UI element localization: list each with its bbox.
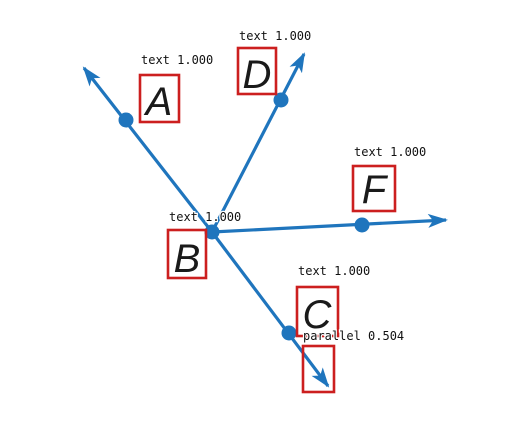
point-label-c: C [303, 293, 333, 337]
point-f-dot [354, 217, 370, 233]
point-b-dot [204, 224, 220, 240]
detection-label-d: text 1.000 [239, 29, 311, 43]
detection-box-c [295, 285, 340, 338]
detection-label-f: text 1.000 [354, 145, 426, 159]
point-label-f: F [362, 168, 389, 212]
point-d-dot [273, 92, 289, 108]
detection-label-c: text 1.000 [298, 264, 370, 278]
point-label-a: A [144, 80, 173, 124]
point-letters: A D F B C [144, 53, 389, 337]
detection-label-arrow: parallel 0.504 [303, 329, 404, 343]
ray-bd [210, 52, 306, 233]
ray-bc [210, 231, 330, 388]
point-c-dot [281, 325, 297, 341]
rays [82, 52, 448, 388]
detection-box-b [166, 228, 208, 280]
ray-ba [82, 66, 214, 233]
point-label-d: D [243, 53, 272, 97]
ray-bf [211, 213, 448, 234]
point-label-b: B [174, 237, 201, 281]
detection-box-a [138, 73, 181, 124]
detection-label-b: text 1.000 [169, 210, 241, 224]
detection-box-d [236, 46, 278, 96]
detection-box-arrow [301, 344, 336, 394]
point-a-dot [118, 112, 134, 128]
detection-box-f [351, 164, 397, 213]
points [118, 92, 370, 341]
detection-labels: text 1.000 text 1.000 text 1.000 text 1.… [140, 28, 428, 344]
detection-label-a: text 1.000 [141, 53, 213, 67]
detection-boxes [138, 46, 397, 394]
